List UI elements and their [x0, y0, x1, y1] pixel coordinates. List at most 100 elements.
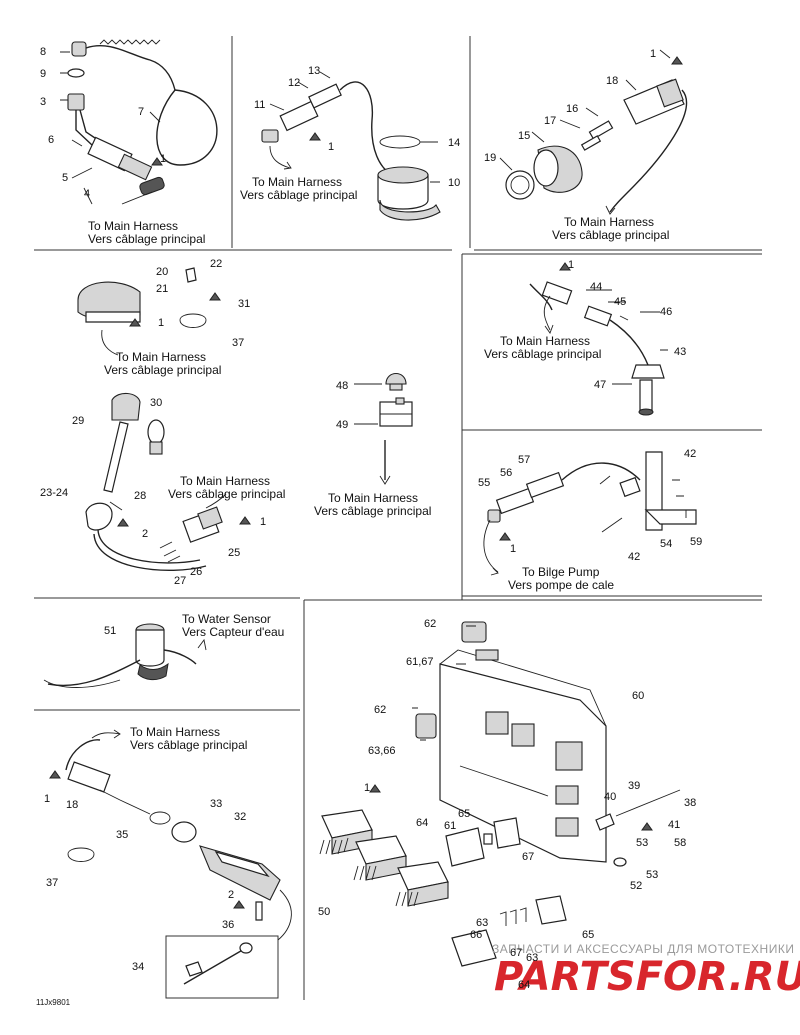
part-1-dielectric-grease-icon [151, 157, 163, 166]
label-part-10: 10 [448, 177, 460, 189]
part-17-terminal [580, 135, 602, 151]
label-part-56: 56 [500, 467, 512, 479]
part-32-switch-housing [199, 845, 281, 901]
label-part-50: 50 [318, 906, 330, 918]
caption-main-harness-fr-3: Vers câblage principal [552, 228, 669, 242]
label-part-15: 15 [518, 130, 530, 142]
caption-bilge-pump-fr: Vers pompe de cale [508, 578, 614, 592]
part-22-screw [185, 267, 197, 283]
label-part-1-f: 1 [568, 259, 574, 271]
panel-bilge-pump [483, 451, 697, 576]
part-60-module [439, 663, 607, 863]
label-part-29: 29 [72, 415, 84, 427]
part-55-connector [495, 487, 535, 515]
caption-main-harness-en-8: To Main Harness [130, 725, 220, 739]
part-62-cover [461, 621, 487, 643]
label-part-20: 20 [156, 266, 168, 278]
part-18-connector-b [67, 761, 111, 793]
label-part-61-67: 61,67 [406, 656, 434, 668]
label-part-47: 47 [594, 379, 606, 391]
label-part-37-b: 37 [46, 877, 58, 889]
watermark-text: ЗАПЧАСТИ И АКСЕССУАРЫ ДЛЯ МОТОТЕХНИКИ [492, 942, 794, 956]
part-37-clamp [179, 313, 207, 328]
part-65-fuse-b [535, 895, 567, 925]
caption-main-harness-fr-2: Vers câblage principal [240, 188, 357, 202]
label-part-63-b: 63 [526, 952, 538, 964]
label-part-14: 14 [448, 137, 460, 149]
label-part-9: 9 [40, 68, 46, 80]
part-1-dielectric-grease-icon-9 [369, 784, 381, 793]
caption-main-harness-fr-1: Vers câblage principal [88, 232, 205, 246]
label-part-7: 7 [138, 106, 144, 118]
part-7-lanyard-cord [156, 89, 218, 166]
part-62-cover-b [415, 713, 437, 739]
part-23-24-base [85, 502, 113, 531]
label-part-34: 34 [132, 961, 144, 973]
part-16-terminal [588, 120, 614, 140]
caption-main-harness-fr-5: Vers câblage principal [484, 347, 601, 361]
label-part-58: 58 [674, 837, 686, 849]
panel-fuel-sender [261, 71, 441, 221]
module-socket-c [555, 741, 583, 771]
part-9-nut [67, 68, 85, 78]
part-30-bulb [147, 419, 165, 445]
part-31-grease-icon [209, 292, 221, 301]
part-44-connector [541, 281, 573, 305]
label-part-26: 26 [190, 566, 202, 578]
label-part-35: 35 [116, 829, 128, 841]
part-50-relays [319, 809, 449, 907]
label-part-13: 13 [308, 65, 320, 77]
label-part-62-a: 62 [424, 618, 436, 630]
part-21-bracket [85, 311, 141, 323]
label-part-57: 57 [518, 454, 530, 466]
part-11-plug [261, 129, 279, 143]
part-59-plate [644, 509, 697, 525]
part-1-dielectric-grease-icon-8 [49, 770, 61, 779]
part-33-nut [171, 821, 197, 843]
caption-main-harness-en-3: To Main Harness [564, 215, 654, 229]
module-socket-a [485, 711, 509, 735]
watermark: ЗАПЧАСТИ И АКСЕССУАРЫ ДЛЯ МОТОТЕХНИКИ PA… [492, 942, 800, 1000]
panel-lanyard-switch [60, 39, 218, 205]
label-part-43: 43 [674, 346, 686, 358]
module-socket-b [511, 723, 535, 747]
part-38-bolt [615, 789, 681, 817]
label-part-27: 27 [174, 575, 186, 587]
label-part-62-b: 62 [374, 704, 386, 716]
label-part-1-d: 1 [158, 317, 164, 329]
caption-main-harness-en-1: To Main Harness [88, 219, 178, 233]
part-42-fasteners [672, 479, 687, 518]
part-58-grease-icon [641, 822, 653, 831]
label-part-30: 30 [150, 397, 162, 409]
label-part-1-g: 1 [510, 543, 516, 555]
label-part-64-a: 64 [416, 817, 428, 829]
label-part-51: 51 [104, 625, 116, 637]
label-part-3: 3 [40, 96, 46, 108]
caption-main-harness-en-7: To Main Harness [328, 491, 418, 505]
label-part-64-b: 64 [518, 979, 530, 991]
label-part-38: 38 [684, 797, 696, 809]
label-part-1-i: 1 [364, 782, 370, 794]
label-part-1-c: 1 [650, 48, 656, 60]
label-part-67-b: 67 [510, 947, 522, 959]
part-1-dielectric-grease-icon-7 [499, 532, 511, 541]
part-8-cap [71, 41, 87, 57]
part-63-fuses [499, 907, 527, 926]
part-12-connector [308, 83, 342, 109]
label-part-40: 40 [604, 791, 616, 803]
part-37-clamp-b [67, 847, 95, 862]
part-65-fuse [493, 817, 521, 849]
part-56-connector [525, 471, 565, 499]
part-14-gasket [379, 135, 421, 149]
caption-water-sensor-en: To Water Sensor [182, 612, 271, 626]
label-part-1-a: 1 [160, 153, 166, 165]
caption-main-harness-fr-8: Vers câblage principal [130, 738, 247, 752]
label-part-53-b: 53 [646, 869, 658, 881]
label-part-52: 52 [630, 880, 642, 892]
label-part-37-a: 37 [232, 337, 244, 349]
label-part-59: 59 [690, 536, 702, 548]
label-part-54: 54 [660, 538, 672, 550]
label-part-61: 61 [444, 820, 456, 832]
